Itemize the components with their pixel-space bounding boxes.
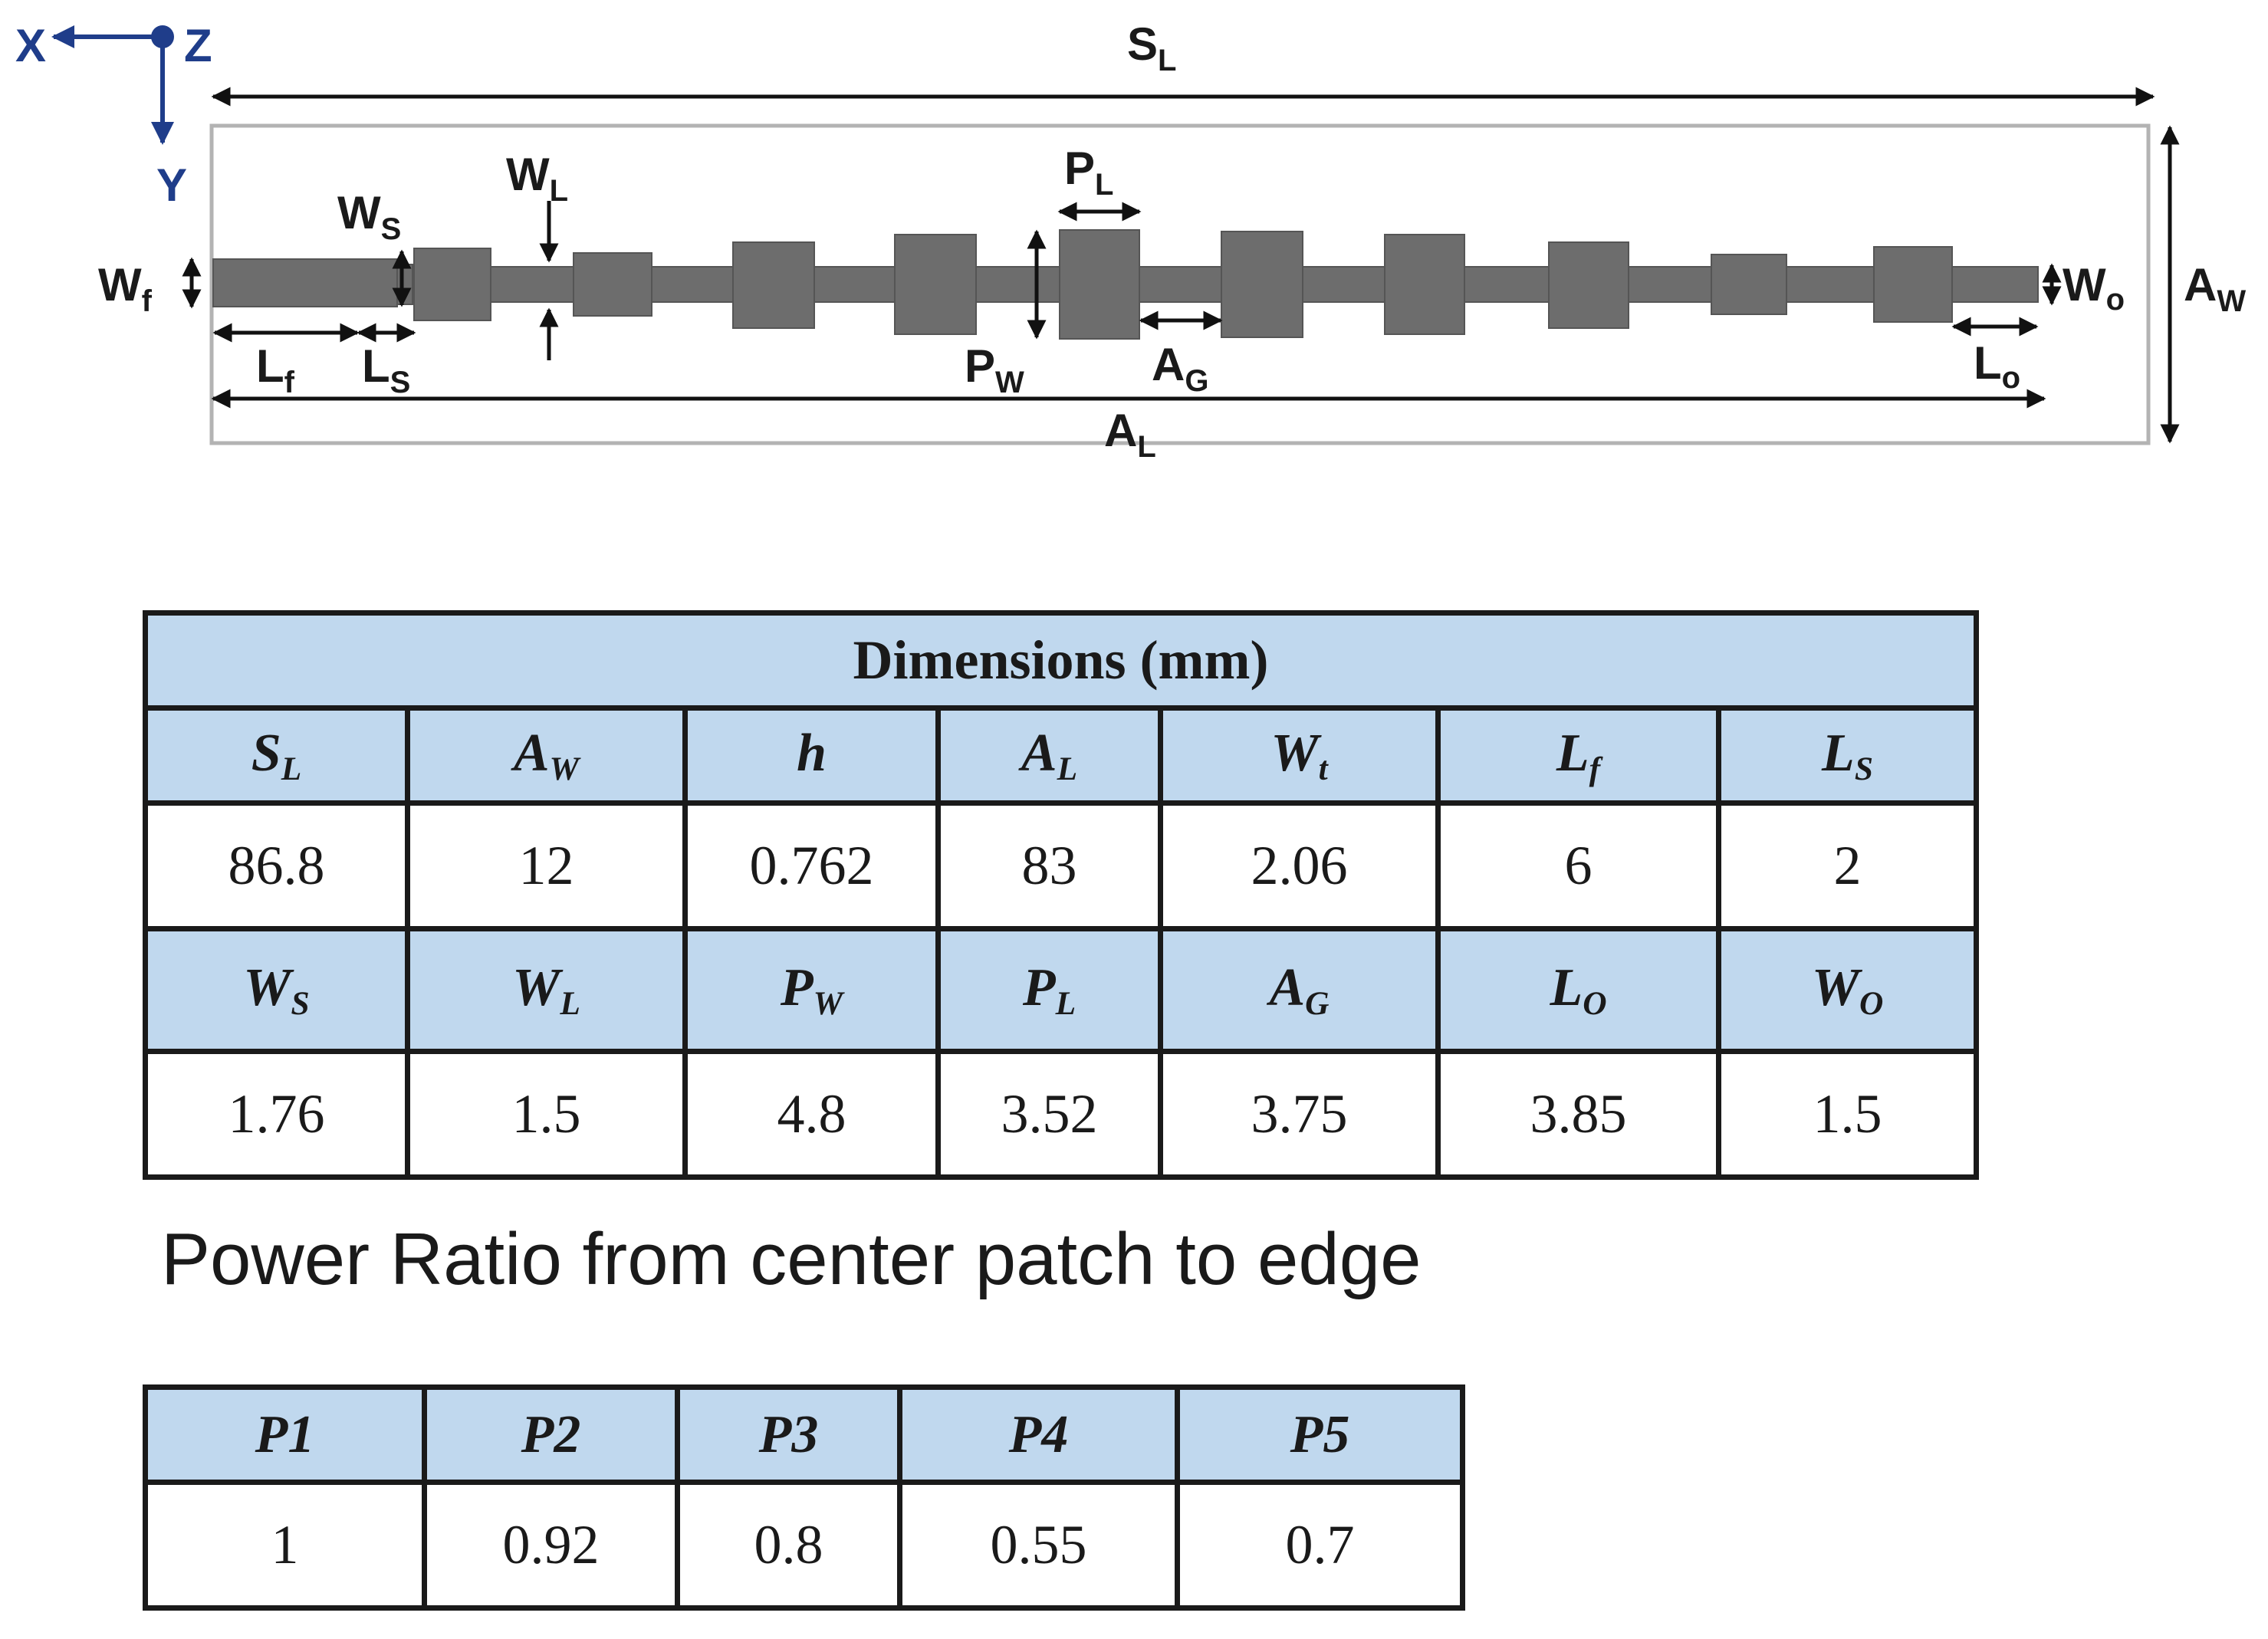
label-ag: AG <box>1152 339 1208 398</box>
header-cell: AL <box>935 705 1163 806</box>
y-axis-label: Y <box>156 159 187 211</box>
header-row-2: WS WL PW PL AG LO WO <box>143 926 1980 1054</box>
value-cell: 0.7 <box>1175 1480 1465 1611</box>
value-cell: 0.8 <box>675 1480 902 1611</box>
value-cell: 3.52 <box>935 1049 1163 1180</box>
label-wf: Wf <box>98 259 153 318</box>
header-cell: SL <box>143 705 410 806</box>
label-lo: Lo <box>1974 337 2020 395</box>
power-ratio-table: P1 P2 P3 P4 P5 1 0.92 0.8 0.55 0.7 <box>143 1384 1465 1611</box>
label-sl: SL <box>1127 18 1176 77</box>
label-lf: Lf <box>256 340 295 399</box>
value-cell: 12 <box>405 800 688 931</box>
header-cell: P3 <box>675 1384 902 1485</box>
label-pl: PL <box>1064 143 1113 202</box>
value-cell: 0.762 <box>682 800 941 931</box>
patch-4 <box>894 234 977 335</box>
header-cell: WS <box>143 926 410 1054</box>
value-cell: 86.8 <box>143 800 410 931</box>
header-cell: LO <box>1435 926 1721 1054</box>
patch-3 <box>732 241 815 329</box>
antenna-layout-diagram: X Z Y SL <box>15 18 2246 464</box>
header-cell: WO <box>1715 926 1980 1054</box>
patch-5 <box>1059 229 1140 340</box>
power-ratio-header-row: P1 P2 P3 P4 P5 <box>143 1384 1465 1485</box>
header-cell: P2 <box>422 1384 680 1485</box>
value-cell: 83 <box>935 800 1163 931</box>
header-cell: WL <box>405 926 688 1054</box>
patch-6 <box>1221 231 1303 338</box>
label-wo: Wo <box>2063 259 2125 317</box>
header-cell: Wt <box>1158 705 1441 806</box>
label-al: AL <box>1104 405 1156 464</box>
power-ratio-values-row: 1 0.92 0.8 0.55 0.7 <box>143 1480 1465 1611</box>
value-cell: 2 <box>1715 800 1980 931</box>
microstrip-array <box>212 229 2039 340</box>
value-cell: 4.8 <box>682 1049 941 1180</box>
header-cell: PL <box>935 926 1163 1054</box>
label-pw: PW <box>965 340 1024 399</box>
patch-7 <box>1384 234 1465 335</box>
z-axis-label: Z <box>184 20 212 71</box>
header-cell: P5 <box>1175 1384 1465 1485</box>
patch-10 <box>1873 246 1953 323</box>
value-cell: 1.76 <box>143 1049 410 1180</box>
header-cell: Lf <box>1435 705 1721 806</box>
step-line <box>396 264 413 305</box>
patch-9 <box>1711 254 1787 315</box>
header-cell: h <box>682 705 941 806</box>
values-row-2: 1.76 1.5 4.8 3.52 3.75 3.85 1.5 <box>143 1049 1980 1180</box>
output-line <box>1951 266 2039 303</box>
substrate-outline <box>209 123 2151 445</box>
header-cell: LS <box>1715 705 1980 806</box>
coordinate-axes: X Z Y <box>15 20 212 211</box>
patch-1 <box>413 248 491 321</box>
label-wl: WL <box>506 149 568 208</box>
label-aw: AW <box>2184 259 2246 318</box>
label-ls: LS <box>362 340 410 399</box>
dimensions-table-title: Dimensions (mm) <box>142 610 1980 711</box>
value-cell: 1 <box>143 1480 427 1611</box>
header-row-1: SL AW h AL Wt Lf LS <box>143 705 1980 806</box>
header-cell: AG <box>1158 926 1441 1054</box>
header-cell: P4 <box>897 1384 1180 1485</box>
header-cell: PW <box>682 926 941 1054</box>
value-cell: 3.75 <box>1158 1049 1441 1180</box>
patch-2 <box>573 252 652 317</box>
value-cell: 6 <box>1435 800 1721 931</box>
value-cell: 1.5 <box>1715 1049 1980 1180</box>
value-cell: 2.06 <box>1158 800 1441 931</box>
values-row-1: 86.8 12 0.762 83 2.06 6 2 <box>143 800 1980 931</box>
dimensions-table: Dimensions (mm) SL AW h AL Wt Lf LS 86.8… <box>142 610 1980 1180</box>
power-ratio-title: Power Ratio from center patch to edge <box>161 1218 1422 1300</box>
x-axis-label: X <box>15 20 46 71</box>
value-cell: 0.92 <box>422 1480 680 1611</box>
value-cell: 3.85 <box>1435 1049 1721 1180</box>
header-cell: AW <box>405 705 688 806</box>
patch-8 <box>1548 241 1629 329</box>
feed-line <box>212 258 398 307</box>
label-ws: WS <box>337 187 401 246</box>
value-cell: 1.5 <box>405 1049 688 1180</box>
value-cell: 0.55 <box>897 1480 1180 1611</box>
header-cell: P1 <box>143 1384 427 1485</box>
